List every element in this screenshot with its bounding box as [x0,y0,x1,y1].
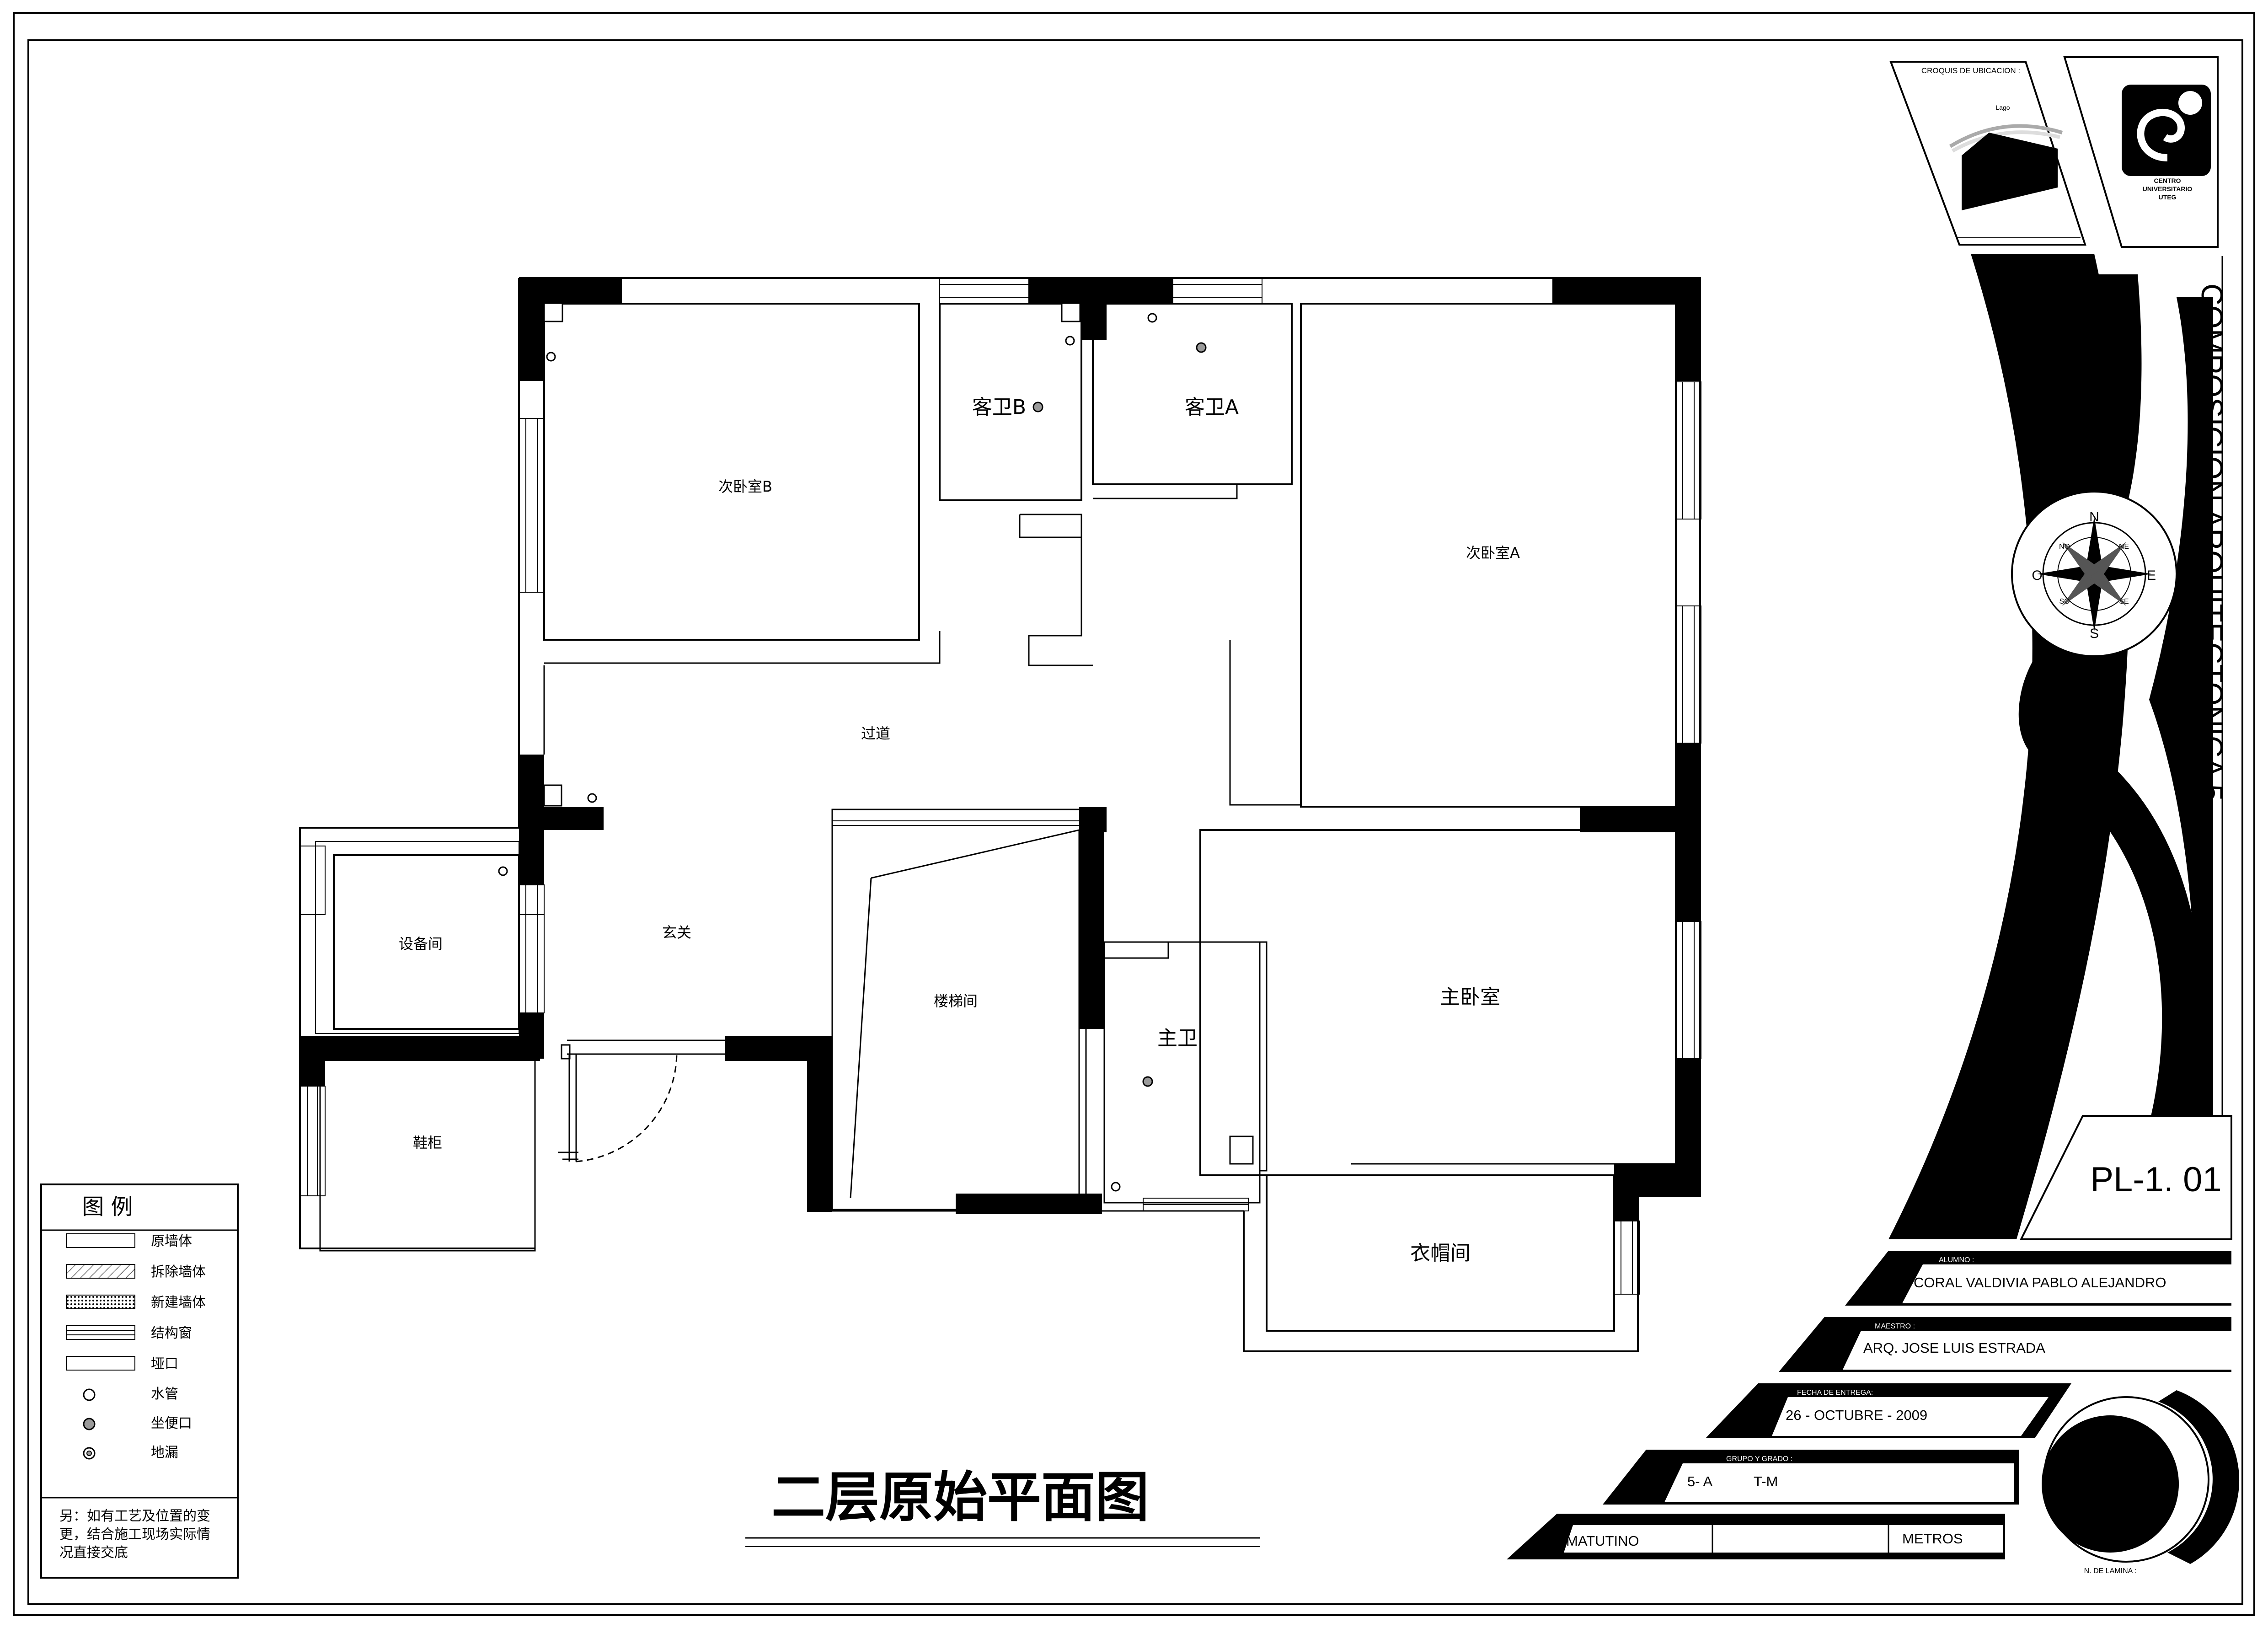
legend-item-new-wall: 新建墙体 [151,1295,206,1311]
compass-west: O [2032,568,2042,583]
room-label-master-bath: 主卫 [1157,1027,1198,1050]
title-block: CROQUIS DE UBICACION : Lago CENTRO UNIVE… [1507,56,2240,1575]
legend-item-toilet-outlet: 坐便口 [151,1415,192,1431]
room-label-bath-b: 客卫B [972,396,1026,419]
compass-so: SO [2059,598,2070,605]
room-label-bath-a: 客卫A [1185,396,1239,419]
scale-label: ESCALA : [1760,1519,1793,1527]
shift-value: MATUTINO [1566,1533,1639,1549]
legend-item-water-pipe: 水管 [151,1386,178,1402]
date-label: FECHA DE ENTREGA: [1797,1389,1873,1397]
compass-se: SE [2119,598,2129,605]
units-value: METROS [1902,1531,1963,1547]
delivery-date: 26 - OCTUBRE - 2009 [1786,1407,1927,1423]
teacher-name: ARQ. JOSE LUIS ESTRADA [1863,1340,2045,1356]
units-label: ACOTACION : [1907,1517,1954,1525]
legend-item-structural-window: 结构窗 [151,1325,192,1341]
institution-line-2: UNIVERSITARIO [2143,185,2193,193]
drawing-title: 二层原始平面图 [771,1466,1149,1529]
sheet-number-disk [2042,1415,2179,1553]
room-label-master-bedroom: 主卧室 [1440,985,1500,1009]
outer-border [13,12,2255,1616]
inner-border [27,39,2243,1605]
sheet-number-label: N. DE LAMINA : [2084,1567,2137,1575]
sheet-code: PL-1. 01 [2090,1160,2221,1199]
shift-label: TURNO : [1584,1519,1615,1527]
institution-line-1: CENTRO [2154,177,2181,184]
legend: 图 例 原墙体 拆除墙体 新建墙体 结构窗 垭口 水管 坐便口 地漏 另：如有工… [40,1184,239,1579]
room-label-bedroom-a: 次卧室A [1466,544,1520,562]
location-sketch-label: CROQUIS DE UBICACION : [1921,66,2020,75]
legend-item-floor-drain: 地漏 [151,1445,178,1461]
room-label-foyer: 玄关 [662,924,691,941]
room-label-equipment: 设备间 [399,935,443,953]
legend-note-line-1: 另：如有工艺及位置的变 [59,1508,210,1524]
compass-south: S [2090,626,2099,641]
grade-value: T-M [1754,1473,1778,1489]
legend-item-original-wall: 原墙体 [151,1233,192,1249]
room-label-corridor: 过道 [861,725,890,742]
site-location-shape [1962,133,2058,210]
teacher-label: MAESTRO : [1875,1323,1915,1330]
north-compass-icon: N S E O NE NO SE SO [2011,491,2177,657]
legend-item-opening: 垭口 [151,1356,178,1372]
floor-plan: 次卧室B 客卫B 客卫A 次卧室A 过道 设备间 玄关 楼梯间 主卫 主卧室 鞋… [299,277,1701,1352]
course-title: COMPOSICION ARQUITECTONICA 5 [2195,284,2229,801]
room-label-bedroom-b: 次卧室B [718,478,772,495]
legend-item-demolished-wall: 拆除墙体 [151,1264,206,1280]
compass-east: E [2147,568,2156,583]
group-label: GRUPO Y GRADO : [1726,1455,1792,1463]
legend-title: 图 例 [82,1194,133,1220]
legend-note-line-2: 更，结合施工现场实际情 [59,1526,210,1542]
room-label-shoe-cabinet: 鞋柜 [413,1134,442,1151]
compass-ne: NE [2119,543,2129,551]
room-label-stairs: 楼梯间 [934,992,978,1010]
compass-no: NO [2059,543,2070,551]
institution-line-3: UTEG [2159,193,2177,201]
room-label-cloakroom: 衣帽间 [1410,1242,1471,1265]
group-value: 5- A [1687,1473,1712,1489]
student-name: CORAL VALDIVIA PABLO ALEJANDRO [1914,1275,2166,1291]
student-label: ALUMNO : [1939,1256,1974,1264]
compass-north: N [2089,509,2099,525]
legend-note-line-3: 况直接交底 [59,1545,128,1561]
lake-label: Lago [1995,104,2010,111]
